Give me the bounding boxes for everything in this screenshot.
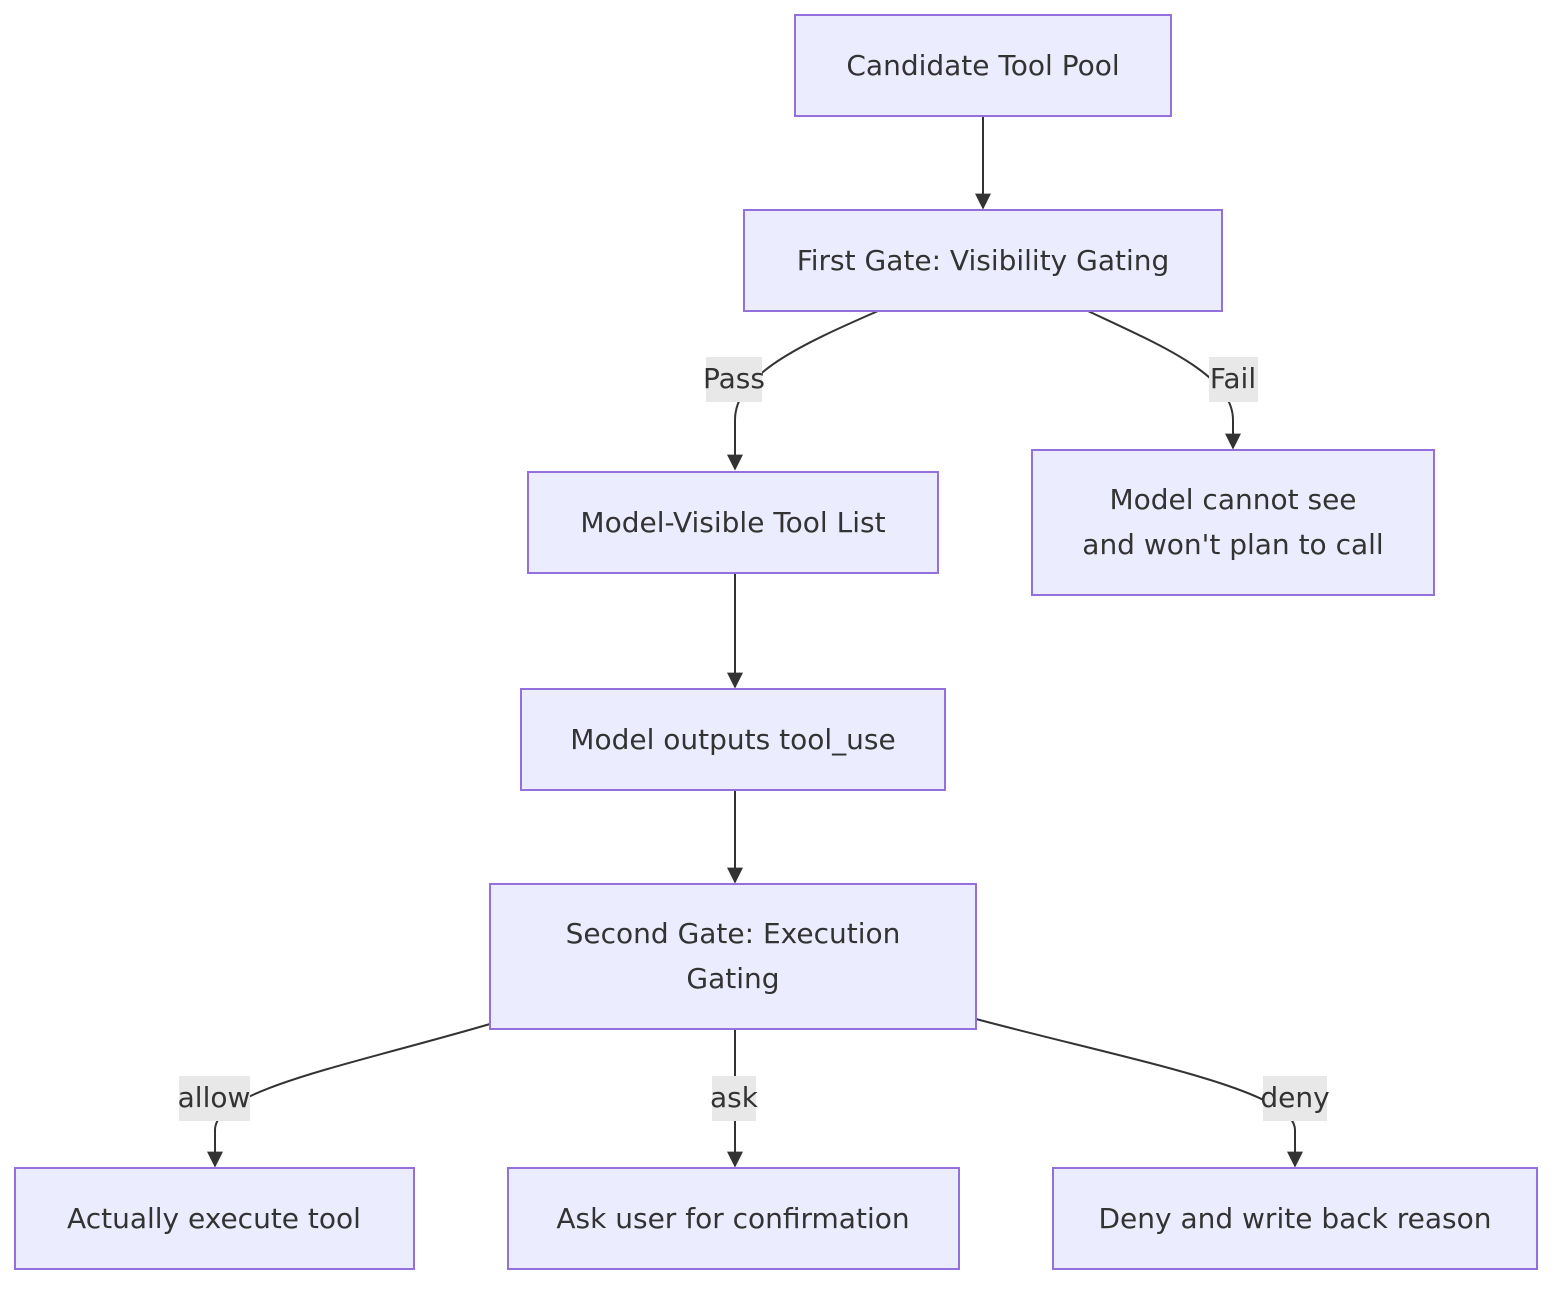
edge-label-deny-text: deny (1260, 1081, 1329, 1114)
edge-gate2-to-execute (207, 1023, 491, 1168)
node-model-outputs-tool-use-label: Model outputs tool_use (570, 723, 895, 756)
node-candidate-tool-pool: Candidate Tool Pool (794, 14, 1172, 117)
edge-label-pass-text: Pass (703, 362, 765, 395)
node-model-cannot-see-line2: and won't plan to call (1082, 528, 1383, 561)
edge-gate1-to-hidden (1087, 310, 1241, 450)
node-actually-execute-tool: Actually execute tool (14, 1167, 415, 1270)
edge-label-ask: ask (710, 1076, 759, 1121)
node-second-gate-line1: Second Gate: Execution (566, 917, 901, 950)
node-model-cannot-see: Model cannot see and won't plan to call (1031, 449, 1435, 596)
node-model-outputs-tool-use: Model outputs tool_use (520, 688, 946, 791)
node-ask-user-for-confirmation: Ask user for confirmation (507, 1167, 960, 1270)
node-deny-and-write-back-reason: Deny and write back reason (1052, 1167, 1538, 1270)
node-first-gate: First Gate: Visibility Gating (743, 209, 1223, 312)
edge-gate1-to-visible (727, 310, 879, 471)
node-candidate-tool-pool-label: Candidate Tool Pool (846, 49, 1119, 82)
edge-label-deny: deny (1260, 1076, 1330, 1121)
node-second-gate-line2: Gating (686, 962, 779, 995)
node-model-visible-tool-list-label: Model-Visible Tool List (580, 506, 885, 539)
node-model-visible-tool-list: Model-Visible Tool List (527, 471, 939, 574)
node-second-gate: Second Gate: Execution Gating (489, 883, 977, 1030)
edge-label-allow: allow (178, 1076, 251, 1121)
edge-label-fail-text: Fail (1210, 362, 1256, 395)
node-actually-execute-tool-label: Actually execute tool (67, 1202, 361, 1235)
edge-labels: Pass Fail allow ask deny (178, 357, 1330, 1121)
nodes: Candidate Tool Pool First Gate: Visibili… (14, 14, 1538, 1270)
edge-label-ask-text: ask (710, 1081, 759, 1114)
edge-label-allow-text: allow (178, 1081, 251, 1114)
edge-label-pass: Pass (703, 357, 765, 402)
node-deny-and-write-back-reason-label: Deny and write back reason (1098, 1202, 1491, 1235)
node-ask-user-for-confirmation-label: Ask user for confirmation (556, 1202, 909, 1235)
edge-label-fail: Fail (1209, 357, 1258, 402)
node-first-gate-label: First Gate: Visibility Gating (797, 244, 1170, 277)
edge-gate2-to-deny (975, 1018, 1303, 1168)
node-model-cannot-see-line1: Model cannot see (1109, 483, 1356, 516)
